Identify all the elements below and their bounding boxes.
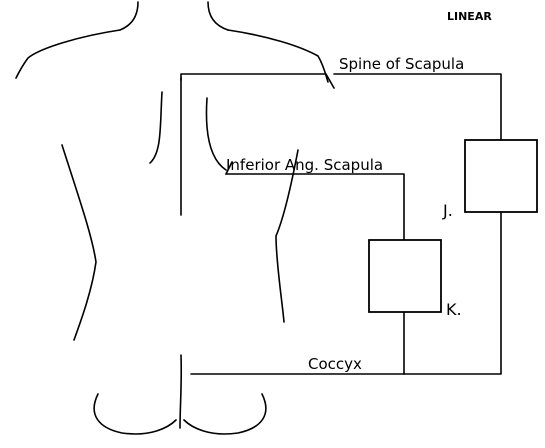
electrode-k-box [369, 240, 441, 312]
left-buttock-outline [94, 394, 176, 434]
right-torso-outline [276, 150, 298, 322]
electrode-k-label: K. [446, 300, 462, 319]
spine-of-scapula-lead-line [181, 74, 334, 88]
inferior-angle-lead-line [226, 174, 404, 240]
right-scapula-curve [206, 98, 226, 170]
right-buttock-outline [184, 394, 266, 434]
electrode-j-lower-lead [191, 212, 501, 374]
electrode-j-box [465, 140, 537, 212]
neck-right-outline [208, 2, 228, 30]
spine-of-scapula-label: Spine of Scapula [339, 55, 464, 73]
neck-left-outline [120, 2, 138, 30]
coccyx-label: Coccyx [308, 355, 362, 373]
inferior-angle-label: Inferior Ang. Scapula [226, 156, 383, 174]
left-torso-outline [62, 145, 96, 340]
left-shoulder-outline [16, 30, 120, 78]
electrode-j-label: J. [442, 201, 453, 220]
linear-header: LINEAR [447, 10, 492, 23]
gluteal-cleft [180, 355, 181, 428]
electrode-j-upper-lead [334, 74, 501, 140]
left-scapula-curve [150, 92, 162, 163]
